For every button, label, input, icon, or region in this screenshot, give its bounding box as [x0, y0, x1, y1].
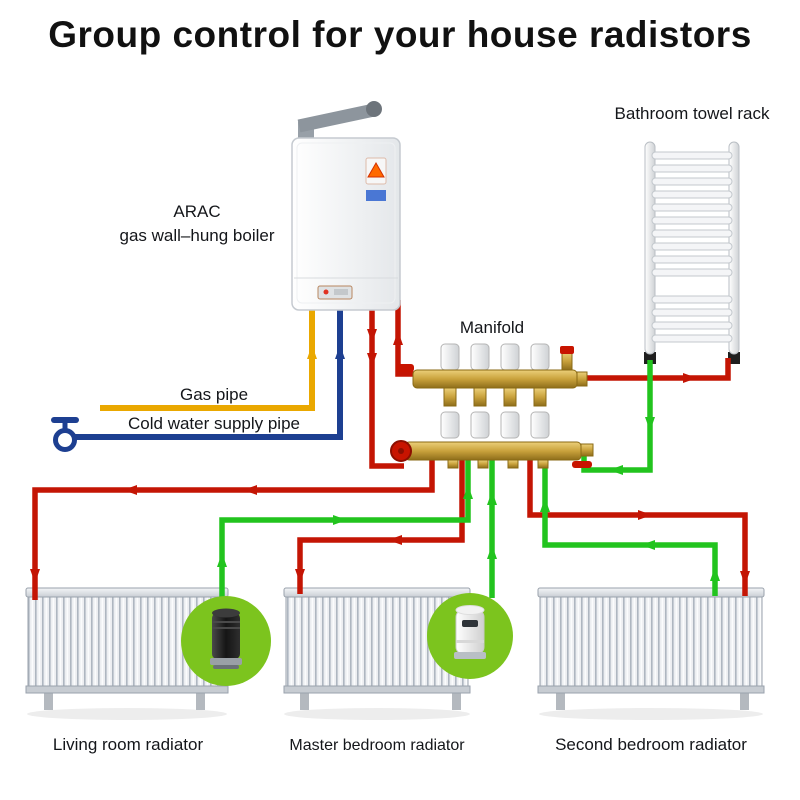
gas-pipe-line [100, 300, 315, 411]
radiator-second-graphic [537, 587, 765, 720]
boiler-graphic [291, 101, 401, 311]
cold-water-arrows [335, 345, 345, 359]
trv-callout-white [427, 593, 513, 679]
page-title: Group control for your house radistors [48, 14, 752, 55]
towel-rack-label: Bathroom towel rack [614, 104, 770, 123]
boiler-label-line1: ARAC [173, 202, 221, 221]
boiler-display [317, 285, 353, 300]
supply-pipes [32, 300, 748, 600]
water-valve-icon [51, 417, 79, 452]
cold-water-label: Cold water supply pipe [128, 414, 300, 433]
gas-pipe-arrows [307, 345, 317, 359]
radiator-living-label: Living room radiator [52, 735, 204, 754]
boiler-label-line2: gas wall–hung boiler [119, 226, 275, 245]
radiator-master-label: Master bedroom radiator [289, 737, 465, 754]
radiator-second-label: Second bedroom radiator [555, 735, 747, 754]
gas-pipe-label: Gas pipe [179, 385, 249, 404]
boiler-warning-sticker [365, 157, 387, 201]
manifold-label: Manifold [459, 318, 525, 337]
return-pipes [219, 360, 718, 600]
towel-rack-graphic [644, 141, 740, 364]
trv-callout-black [181, 596, 271, 686]
manifold-graphic [390, 343, 594, 469]
